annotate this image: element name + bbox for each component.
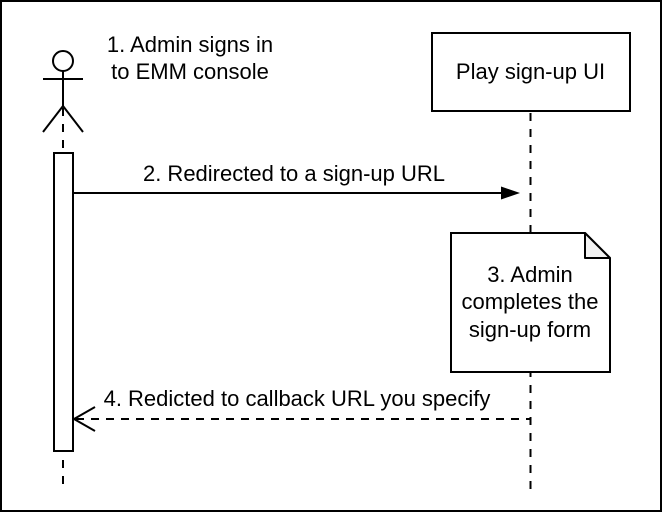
step1-annotation: 1. Admin signs in to EMM console: [106, 32, 274, 84]
message-arrow-redirect: [74, 186, 520, 200]
activation-bar: [53, 152, 74, 452]
note-label: 3. Admin completes the sign-up form: [461, 261, 599, 342]
filled-arrowhead-icon: [501, 186, 520, 200]
participant-box: [431, 32, 631, 112]
note-shape: [450, 232, 611, 373]
actor-left-leg: [42, 105, 64, 133]
message4-label: 4. Redicted to callback URL you specify: [103, 386, 491, 411]
message-arrow-callback: [71, 406, 530, 432]
message2-label: 2. Redirected to a sign-up URL: [142, 161, 446, 186]
note-fold-icon: [584, 232, 611, 259]
actor-right-leg: [62, 105, 84, 133]
participant-label: Play sign-up UI: [455, 59, 606, 84]
open-arrowhead-icon: [71, 406, 96, 432]
stick-figure-actor-icon: [42, 50, 84, 133]
